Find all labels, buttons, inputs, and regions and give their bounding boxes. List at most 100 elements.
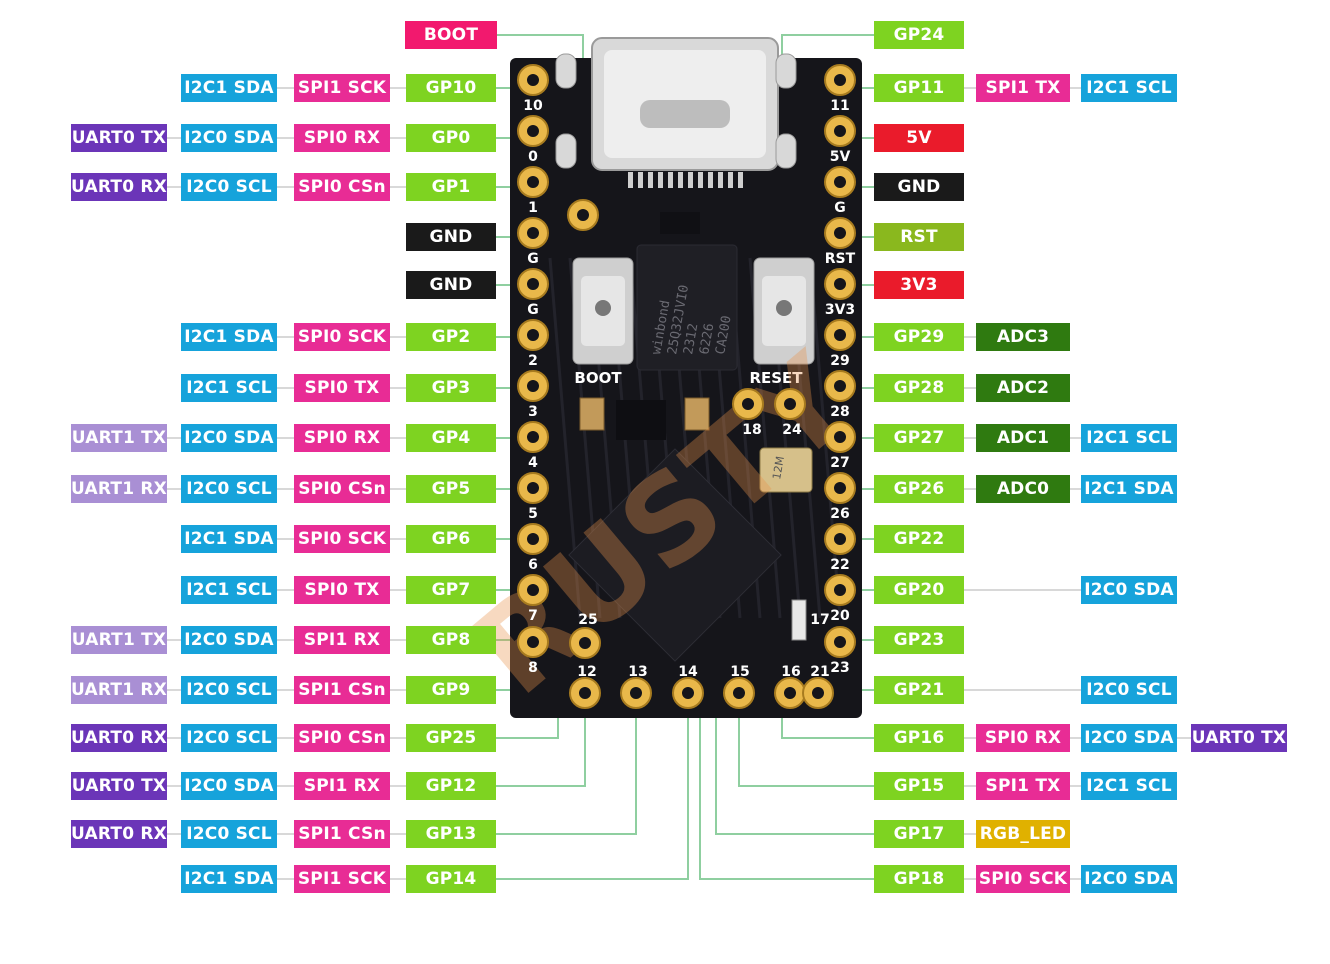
pin-number: 22 [830,557,849,573]
left-label-uart0-rx: UART0 RX [71,173,167,201]
crystal-text: 12M [770,455,787,480]
left-pad-hole [527,176,539,188]
pin-number: G [527,302,539,318]
left-label-i2c1-scl: I2C1 SCL [181,576,277,604]
usb-c-contact [678,172,683,188]
pin-number: 24 [782,422,802,438]
left-label-i2c0-scl: I2C0 SCL [181,173,277,201]
left-pad-hole [527,74,539,86]
pin-number: 29 [830,353,849,369]
usb-mount-tab [555,53,577,89]
pin-number: G [527,251,539,267]
left-pad-hole [527,227,539,239]
left-label-i2c1-sda: I2C1 SDA [181,74,277,102]
left-label-spi1-sck: SPI1 SCK [294,865,390,893]
usb-c-contact [708,172,713,188]
left-pad-hole [527,278,539,290]
pin-number: 25 [578,612,597,628]
pin-number: 0 [528,149,538,165]
right-label-5v: 5V [874,124,964,152]
right-label-i2c1-scl: I2C1 SCL [1081,772,1177,800]
right-label-rgb-led: RGB_LED [976,820,1070,848]
crystal [759,447,813,493]
pin-number: 11 [830,98,849,114]
left-label-gp8: GP8 [406,626,496,654]
right-label-gp29: GP29 [874,323,964,351]
left-label-spi1-rx: SPI1 RX [294,626,390,654]
left-pad-hole [527,125,539,137]
left-label-gp10: GP10 [406,74,496,102]
left-label-gp12: GP12 [406,772,496,800]
pin-wire [496,700,637,835]
right-label-i2c0-scl: I2C0 SCL [1081,676,1177,704]
mosfet [616,400,666,440]
bottom-pad-hole [733,687,745,699]
chip-marking-text: 2312 [681,322,701,355]
left-label-gp6: GP6 [406,525,496,553]
pin-number: 4 [528,455,538,471]
right-label-gp22: GP22 [874,525,964,553]
pin-number: 26 [830,506,849,522]
inner-pad-hole [577,209,589,221]
left-label-uart0-tx: UART0 TX [71,124,167,152]
right-label-gp27: GP27 [874,424,964,452]
usb-mount-tab [555,133,577,169]
right-pad-hole [834,636,846,648]
reset-button-label: RESET [749,369,803,387]
left-label-spi0-rx: SPI0 RX [294,124,390,152]
left-label-spi0-sck: SPI0 SCK [294,525,390,553]
left-label-spi1-rx: SPI1 RX [294,772,390,800]
left-label-gp7: GP7 [406,576,496,604]
capacitor [579,397,605,431]
right-label-gp11: GP11 [874,74,964,102]
left-label-gp0: GP0 [406,124,496,152]
inner-pad-hole [784,398,796,410]
left-label-spi0-csn: SPI0 CSn [294,724,390,752]
bottom-pad-hole [630,687,642,699]
left-label-spi0-csn: SPI0 CSn [294,475,390,503]
reset-button-plunger [776,300,792,316]
left-label-gp14: GP14 [406,865,496,893]
rgb-led [791,599,807,641]
usb-c-contact [718,172,723,188]
regulator-ic [660,212,700,234]
left-label-gp9: GP9 [406,676,496,704]
left-label-gnd: GND [406,271,496,299]
pin-number: 3V3 [825,302,855,318]
pin-number: 5V [830,149,851,165]
pin-number: 17 [810,612,829,628]
left-label-gnd: GND [406,223,496,251]
left-label-i2c0-sda: I2C0 SDA [181,124,277,152]
left-label-gp5: GP5 [406,475,496,503]
left-label-i2c1-sda: I2C1 SDA [181,323,277,351]
right-label-gp17: GP17 [874,820,964,848]
right-label-i2c0-sda: I2C0 SDA [1081,724,1177,752]
usb-mount-tab [775,53,797,89]
right-label-adc1: ADC1 [976,424,1070,452]
left-pad-hole [527,329,539,341]
left-label-i2c0-scl: I2C0 SCL [181,676,277,704]
left-label-i2c0-scl: I2C0 SCL [181,820,277,848]
usb-c-contact [698,172,703,188]
usb-c-contact [688,172,693,188]
right-pad-hole [834,329,846,341]
left-label-gp25: GP25 [406,724,496,752]
pin-number: 16 [781,664,800,680]
right-label-adc0: ADC0 [976,475,1070,503]
left-label-spi1-csn: SPI1 CSn [294,676,390,704]
usb-c-contact [648,172,653,188]
left-label-uart0-tx: UART0 TX [71,772,167,800]
right-label-gp15: GP15 [874,772,964,800]
left-label-spi0-rx: SPI0 RX [294,424,390,452]
left-pad-hole [527,533,539,545]
usb-c-contact [738,172,743,188]
usb-c-contact [638,172,643,188]
right-pad-hole [834,125,846,137]
left-label-i2c0-sda: I2C0 SDA [181,424,277,452]
right-pad-hole [834,431,846,443]
right-label-spi1-tx: SPI1 TX [976,772,1070,800]
right-label-i2c1-sda: I2C1 SDA [1081,475,1177,503]
capacitor [684,397,710,431]
